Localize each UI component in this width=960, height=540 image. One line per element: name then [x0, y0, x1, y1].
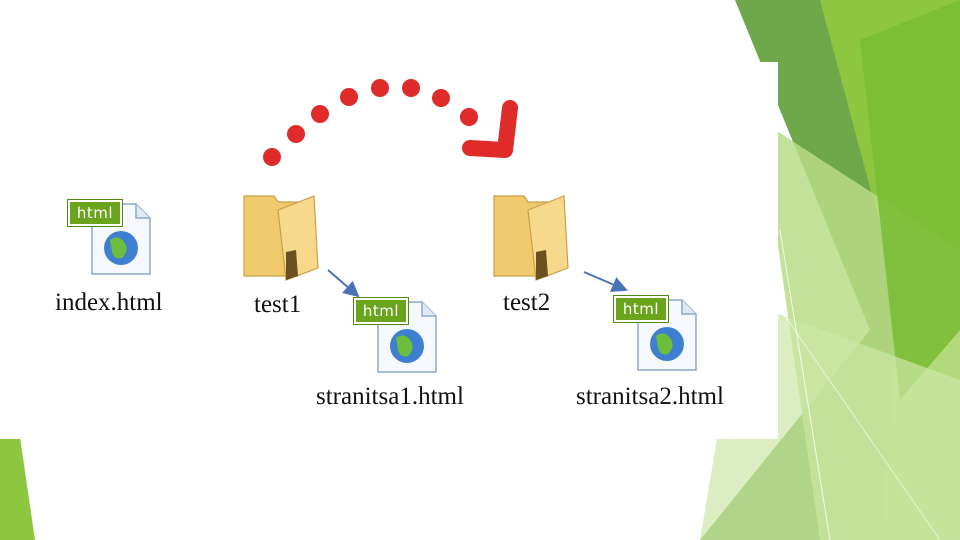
arrow-dot	[311, 105, 329, 123]
folder-icon	[238, 192, 328, 282]
html-file-icon: html	[614, 296, 704, 376]
html-badge: html	[354, 298, 408, 324]
arrow-dot	[402, 79, 420, 97]
folder-icon	[488, 192, 578, 282]
blue-arrow	[583, 271, 628, 292]
html-file-icon: html	[354, 298, 444, 378]
html-badge: html	[614, 296, 668, 322]
blue-arrow	[327, 269, 360, 298]
html-file-icon: html	[68, 200, 158, 280]
arrow-dot	[287, 125, 305, 143]
html-badge: html	[68, 200, 122, 226]
arrow-dot	[371, 79, 389, 97]
arrow-dot	[460, 108, 478, 126]
node-label-index: index.html	[55, 289, 163, 316]
arrow-dot	[340, 88, 358, 106]
node-label-stranitsa1: stranitsa1.html	[316, 383, 464, 410]
arrow-head	[462, 100, 518, 158]
node-label-test1: test1	[254, 291, 302, 318]
node-label-test2: test2	[503, 289, 551, 316]
arrow-dot	[432, 89, 450, 107]
node-label-stranitsa2: stranitsa2.html	[576, 383, 724, 410]
arrow-dot	[263, 148, 281, 166]
